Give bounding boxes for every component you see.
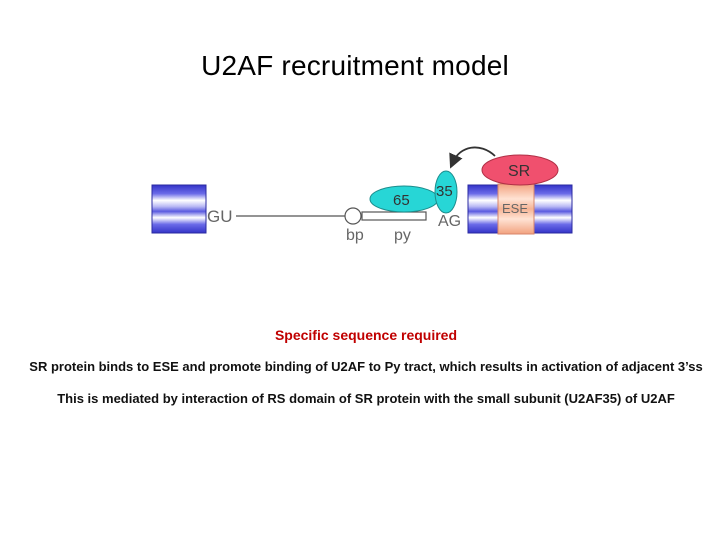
slide-title: U2AF recruitment model (201, 50, 509, 81)
ese-box (497, 183, 535, 235)
py-label: py (394, 227, 411, 244)
u2af65-label: 65 (393, 192, 410, 209)
ag-label: AG (438, 213, 461, 230)
u2af35-label: 35 (436, 183, 453, 200)
bp-label: bp (346, 227, 364, 244)
interaction-arrow (449, 146, 496, 169)
gu-label: GU (207, 207, 233, 226)
rs-domain-description: This is mediated by interaction of RS do… (57, 391, 675, 406)
sr-label: SR (508, 163, 530, 180)
specific-sequence-heading: Specific sequence required (274, 327, 458, 343)
ese-label: ESE (502, 201, 528, 216)
upstream-exon (151, 184, 207, 234)
branch-point-circle (344, 207, 362, 225)
sr-protein (481, 154, 559, 186)
py-tract-box (361, 211, 427, 221)
u2af35-protein (434, 170, 458, 214)
u2af-recruitment-diagram: GU bp py AG 65 35 ESE SR (151, 146, 573, 244)
sr-binding-description: SR protein binds to ESE and promote bind… (29, 359, 703, 374)
